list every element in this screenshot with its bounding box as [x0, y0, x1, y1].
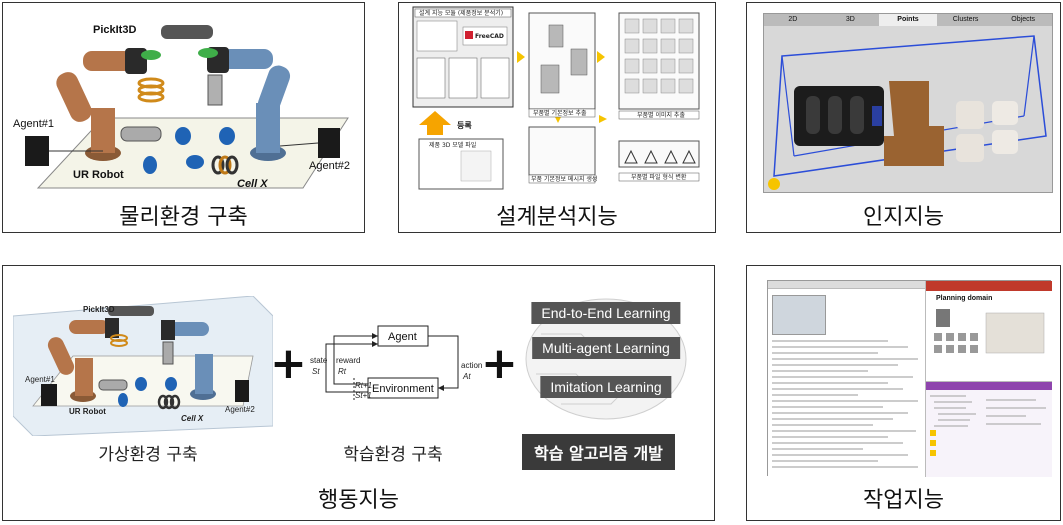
plus-sign-1: + — [270, 338, 307, 389]
virtual-agent2-label: Agent#2 — [225, 405, 255, 414]
coil-object — [211, 155, 239, 175]
design-module-title: 설계 지능 모듈 (제품정보 분석기) — [419, 9, 503, 17]
perception-tab-bar: 2D 3D Points Clusters Objects — [764, 14, 1052, 26]
flow-arrow-icon — [597, 51, 605, 63]
blue-ring-object — [143, 156, 157, 174]
tab-points[interactable]: Points — [879, 14, 937, 26]
blue-ring-object — [219, 127, 235, 145]
agent2-label: Agent#2 — [309, 160, 350, 172]
plus-sign-2: + — [481, 338, 518, 389]
robot-label: UR Robot — [73, 169, 124, 181]
panel-perception-caption: 인지지능 — [863, 205, 944, 230]
rl-action-symbol: At — [462, 372, 471, 381]
step1-label: 부품별 기본정보 추출 — [533, 109, 587, 117]
algorithm-label-box: 학습 알고리즘 개발 — [522, 434, 675, 470]
rl-action-label: action — [461, 361, 482, 370]
planner-slide-pane: Planning domain — [926, 281, 1052, 381]
virtual-robot-label: UR Robot — [69, 407, 106, 416]
tab-3d[interactable]: 3D — [845, 16, 855, 23]
settings-icon[interactable] — [768, 178, 780, 190]
step2-label: 부품별 이미지 추출 — [637, 111, 685, 119]
panel-task-caption: 작업지능 — [863, 488, 944, 513]
panel-physical-environment: PickIt3D Agent#1 Agent#2 UR Robot Cell X… — [2, 2, 365, 233]
tab-2d[interactable]: 2D — [788, 16, 798, 23]
rl-reward-symbol: Rt — [338, 367, 347, 376]
left-robot-arm — [56, 48, 161, 161]
virtual-agent1-label: Agent#1 — [25, 375, 55, 384]
spring-object — [137, 77, 165, 103]
virtual-cell-label: Cell X — [181, 414, 204, 423]
design-pipeline-illustration: 설계 지능 모듈 (제품정보 분석기) FreeCAD 등록 제품 3D 모델 … — [412, 6, 700, 190]
step4-label: 부품별 파일 형식 변환 — [631, 173, 687, 181]
planner-tree-lines — [930, 395, 1046, 456]
agent2-computer-icon — [318, 128, 340, 158]
cell-label: Cell X — [237, 178, 268, 190]
rl-agent-label: Agent — [388, 331, 417, 343]
rl-next-state: St+1 — [355, 391, 372, 400]
method-end-to-end: End-to-End Learning — [531, 302, 681, 324]
panel-perception: 2D 3D Points Clusters Objects — [746, 2, 1061, 233]
message-box — [528, 126, 596, 176]
method-multi-agent: Multi-agent Learning — [532, 337, 680, 359]
planner-property-pane — [926, 381, 1052, 477]
blue-ring-object — [186, 155, 204, 169]
virtual-cell-illustration: PickIt3D Agent#1 Agent#2 UR Robot Cell X — [13, 296, 273, 436]
flow-arrow-icon — [517, 51, 525, 63]
flow-arrow-icon — [599, 115, 607, 123]
rl-reward-label: reward — [336, 356, 360, 365]
task-planner-screenshot: Planning domain — [767, 280, 1052, 477]
agent1-computer-icon — [25, 136, 49, 166]
pickit-camera-icon — [161, 25, 213, 39]
input-file-label: 제품 3D 모델 파일 — [429, 141, 476, 149]
planner-dialog — [772, 295, 826, 335]
rl-environment-label: Environment — [372, 383, 434, 395]
part-image-grid — [624, 18, 694, 94]
physical-cell-illustration: PickIt3D Agent#1 Agent#2 UR Robot Cell X — [13, 24, 350, 190]
panel-design-caption: 설계분석지능 — [496, 205, 618, 230]
panel-task: Planning domain — [746, 265, 1061, 521]
planner-code-pane — [768, 281, 926, 477]
tab-objects[interactable]: Objects — [1011, 16, 1036, 23]
cylinder-object — [120, 126, 162, 142]
freecad-label: FreeCAD — [475, 33, 504, 40]
method-imitation: Imitation Learning — [540, 376, 672, 398]
learning-methods-area: End-to-End Learning Multi-agent Learning… — [521, 294, 691, 424]
white-parts-cloud — [956, 101, 1018, 162]
planning-domain-title: Planning domain — [936, 295, 993, 302]
rl-loop-diagram: Agent Environment state St reward Rt act… — [310, 325, 482, 402]
perception-viewer: 2D 3D Points Clusters Objects — [763, 13, 1053, 193]
register-arrow-icon — [419, 111, 451, 135]
tab-clusters[interactable]: Clusters — [952, 16, 979, 23]
planner-code-lines — [772, 340, 918, 468]
rl-next-reward: Rt+1 — [355, 381, 372, 390]
virtual-env-caption: 가상환경 구축 — [98, 445, 198, 465]
freecad-logo-icon — [465, 31, 473, 39]
rl-state-symbol: St — [312, 367, 320, 376]
blue-ring-object — [175, 127, 191, 145]
rl-state-label: state — [310, 356, 328, 365]
brown-board-cloud — [884, 81, 944, 166]
pickit-label: PickIt3D — [93, 24, 136, 36]
learning-env-caption: 학습환경 구축 — [343, 445, 443, 465]
bounding-box — [773, 35, 1047, 177]
step3-label: 부품 기본정보 메시지 생성 — [531, 175, 597, 183]
panel-behavior: PickIt3D Agent#1 Agent#2 UR Robot Cell X… — [2, 265, 715, 521]
panel-behavior-caption: 행동지능 — [318, 488, 399, 513]
virtual-pickit-label: PickIt3D — [83, 305, 115, 314]
right-robot-arm — [198, 47, 291, 161]
panel-design-analysis: 설계 지능 모듈 (제품정보 분석기) FreeCAD 등록 제품 3D 모델 … — [398, 2, 716, 233]
agent1-label: Agent#1 — [13, 118, 54, 130]
point-cloud-view — [768, 35, 1047, 190]
panel-physical-caption: 물리환경 구축 — [119, 205, 248, 230]
register-label: 등록 — [457, 120, 472, 130]
planning-slide-figures — [934, 309, 1045, 354]
